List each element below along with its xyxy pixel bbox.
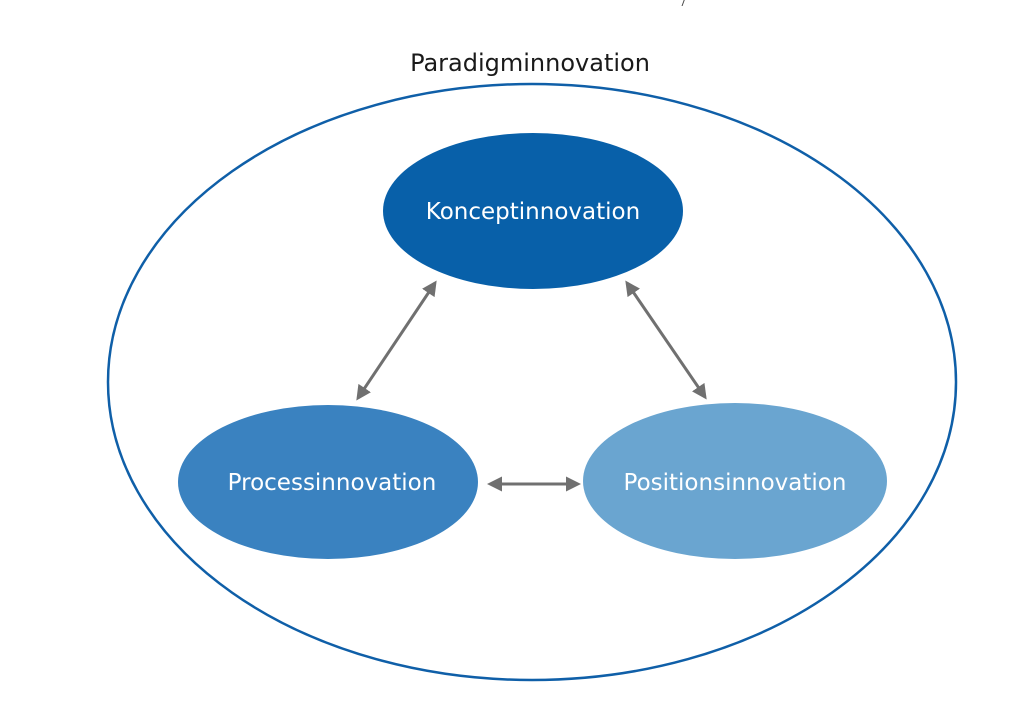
outer-ellipse bbox=[106, 82, 958, 682]
node-position-label: Positionsinnovation bbox=[624, 470, 847, 496]
node-process-label: Processinnovation bbox=[228, 470, 437, 496]
arrow-concept-process bbox=[356, 280, 437, 401]
node-position bbox=[583, 403, 887, 559]
node-process bbox=[178, 405, 478, 559]
node-concept bbox=[383, 133, 683, 289]
arrow-concept-position bbox=[625, 280, 707, 400]
node-concept-label: Konceptinnovation bbox=[426, 199, 640, 225]
outer-label: Paradigminnovation bbox=[410, 49, 650, 77]
